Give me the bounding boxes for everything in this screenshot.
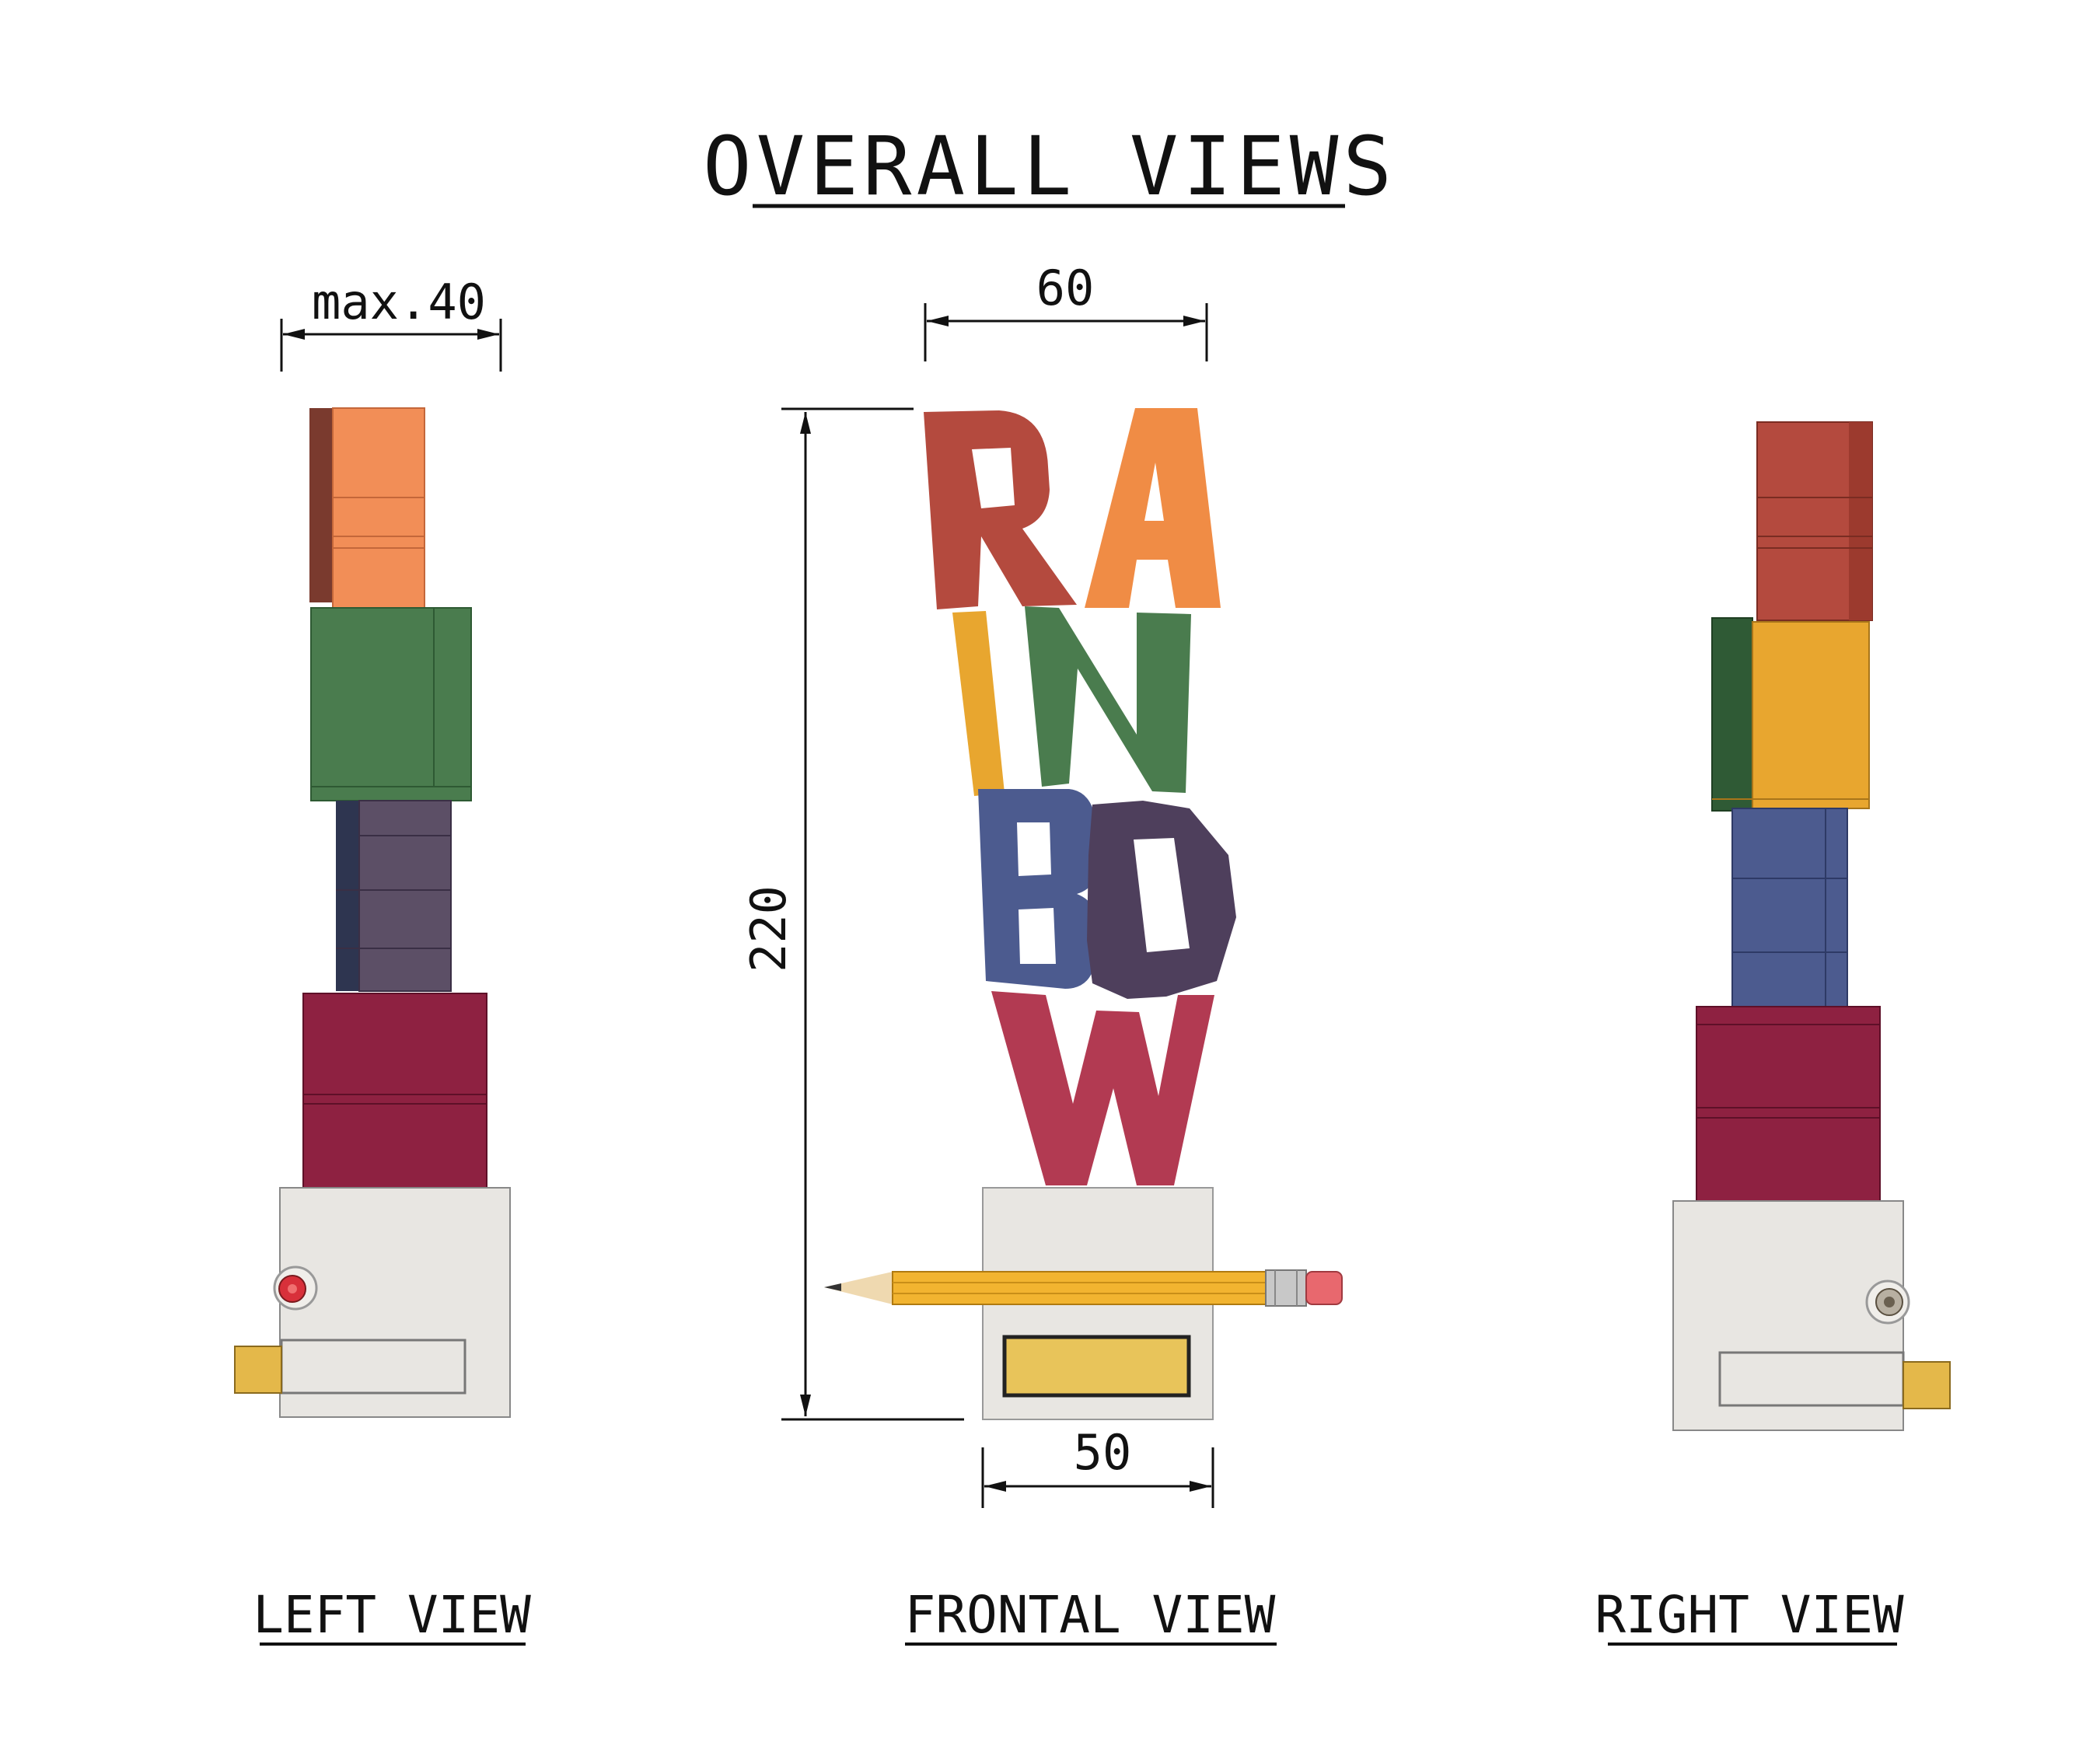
right-base [1672, 1200, 1904, 1431]
left-letter-a-block [332, 407, 425, 611]
left-width-dimension-label: max.40 [312, 274, 486, 330]
frontal-top-dimension-label: 60 [1036, 260, 1095, 316]
frontal-height-dimension-label: 220 [740, 885, 797, 972]
left-view: max.40 LEFT VIEW [234, 274, 531, 1646]
right-drawer-handle [1903, 1361, 1951, 1409]
right-letter-i-block [1752, 621, 1870, 809]
letter-o [1087, 801, 1236, 999]
frontal-view-label: FRONTAL VIEW [905, 1585, 1276, 1645]
right-letter-a-side [1849, 422, 1872, 620]
page-title: OVERALL VIEWS [703, 119, 1396, 214]
left-letter-o-block [358, 800, 452, 992]
letter-b [978, 789, 1100, 989]
right-view: RIGHT VIEW [1595, 421, 1951, 1646]
frontal-view: 60 220 [740, 260, 1343, 1646]
pencil-icon [824, 1269, 1343, 1307]
left-knob-center [288, 1284, 297, 1293]
frontal-drawer [1002, 1335, 1191, 1398]
letter-i [952, 611, 1005, 796]
right-letter-w-block [1696, 1006, 1881, 1202]
left-drawer-handle [234, 1346, 282, 1394]
left-letter-r-side [309, 408, 333, 602]
left-letter-b-side [336, 801, 359, 991]
right-letter-n-side [1711, 617, 1753, 812]
letter-a [1085, 408, 1221, 608]
left-base [279, 1187, 511, 1418]
right-letter-b-block [1731, 808, 1848, 1007]
left-letter-w-block [302, 993, 487, 1189]
frontal-base-dimension-label: 50 [1074, 1424, 1132, 1481]
letter-r [924, 410, 1077, 609]
letter-w [991, 991, 1214, 1185]
right-view-label: RIGHT VIEW [1595, 1585, 1904, 1645]
right-knob-center [1884, 1297, 1895, 1307]
left-view-label: LEFT VIEW [253, 1585, 531, 1645]
letter-n [1025, 606, 1191, 793]
left-letter-n-block [310, 607, 472, 801]
